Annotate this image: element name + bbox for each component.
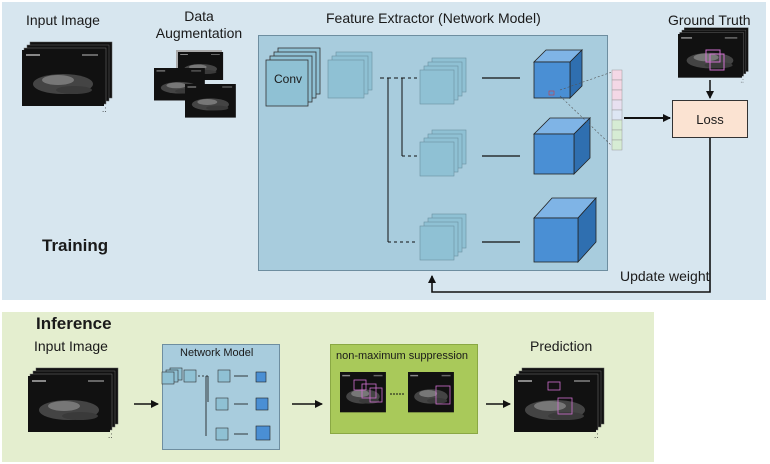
- layer-block-level-1: [419, 57, 467, 105]
- feature-cube-3: [533, 196, 597, 264]
- conv-layer: [265, 47, 321, 107]
- conv-label: Conv: [274, 72, 303, 86]
- nms-images: [340, 372, 454, 413]
- training-input-image-stack: [22, 42, 112, 114]
- inference-input-image-stack: [28, 368, 118, 440]
- layer-block-2: [327, 51, 373, 99]
- feature-extractor-label: Feature Extractor (Network Model): [326, 10, 541, 26]
- feature-cube-2: [533, 117, 591, 175]
- loss-box: Loss: [672, 100, 748, 138]
- output-vector: [611, 69, 623, 151]
- layer-block-level-2: [419, 129, 467, 177]
- data-augmentation-label: Data Augmentation: [155, 8, 243, 41]
- layer-block-level-3: [419, 213, 467, 261]
- prediction-image-stack: [514, 368, 604, 440]
- training-section-label: Training: [42, 236, 109, 255]
- prediction-label: Prediction: [530, 338, 593, 354]
- ground-truth-image-stack: [678, 28, 748, 85]
- augmented-images: [154, 50, 236, 118]
- network-model-label: Network Model: [180, 347, 254, 359]
- update-weight-label: Update weight: [620, 268, 710, 284]
- ground-truth-label: Ground Truth: [668, 12, 751, 28]
- training-input-image-label: Input Image: [26, 12, 100, 28]
- nms-label: non-maximum suppression: [336, 350, 469, 362]
- loss-label: Loss: [696, 111, 724, 127]
- mini-network: [161, 367, 271, 441]
- inference-input-image-label: Input Image: [34, 338, 108, 354]
- feature-cube-1: [533, 49, 583, 99]
- inference-section-label: Inference: [36, 314, 112, 333]
